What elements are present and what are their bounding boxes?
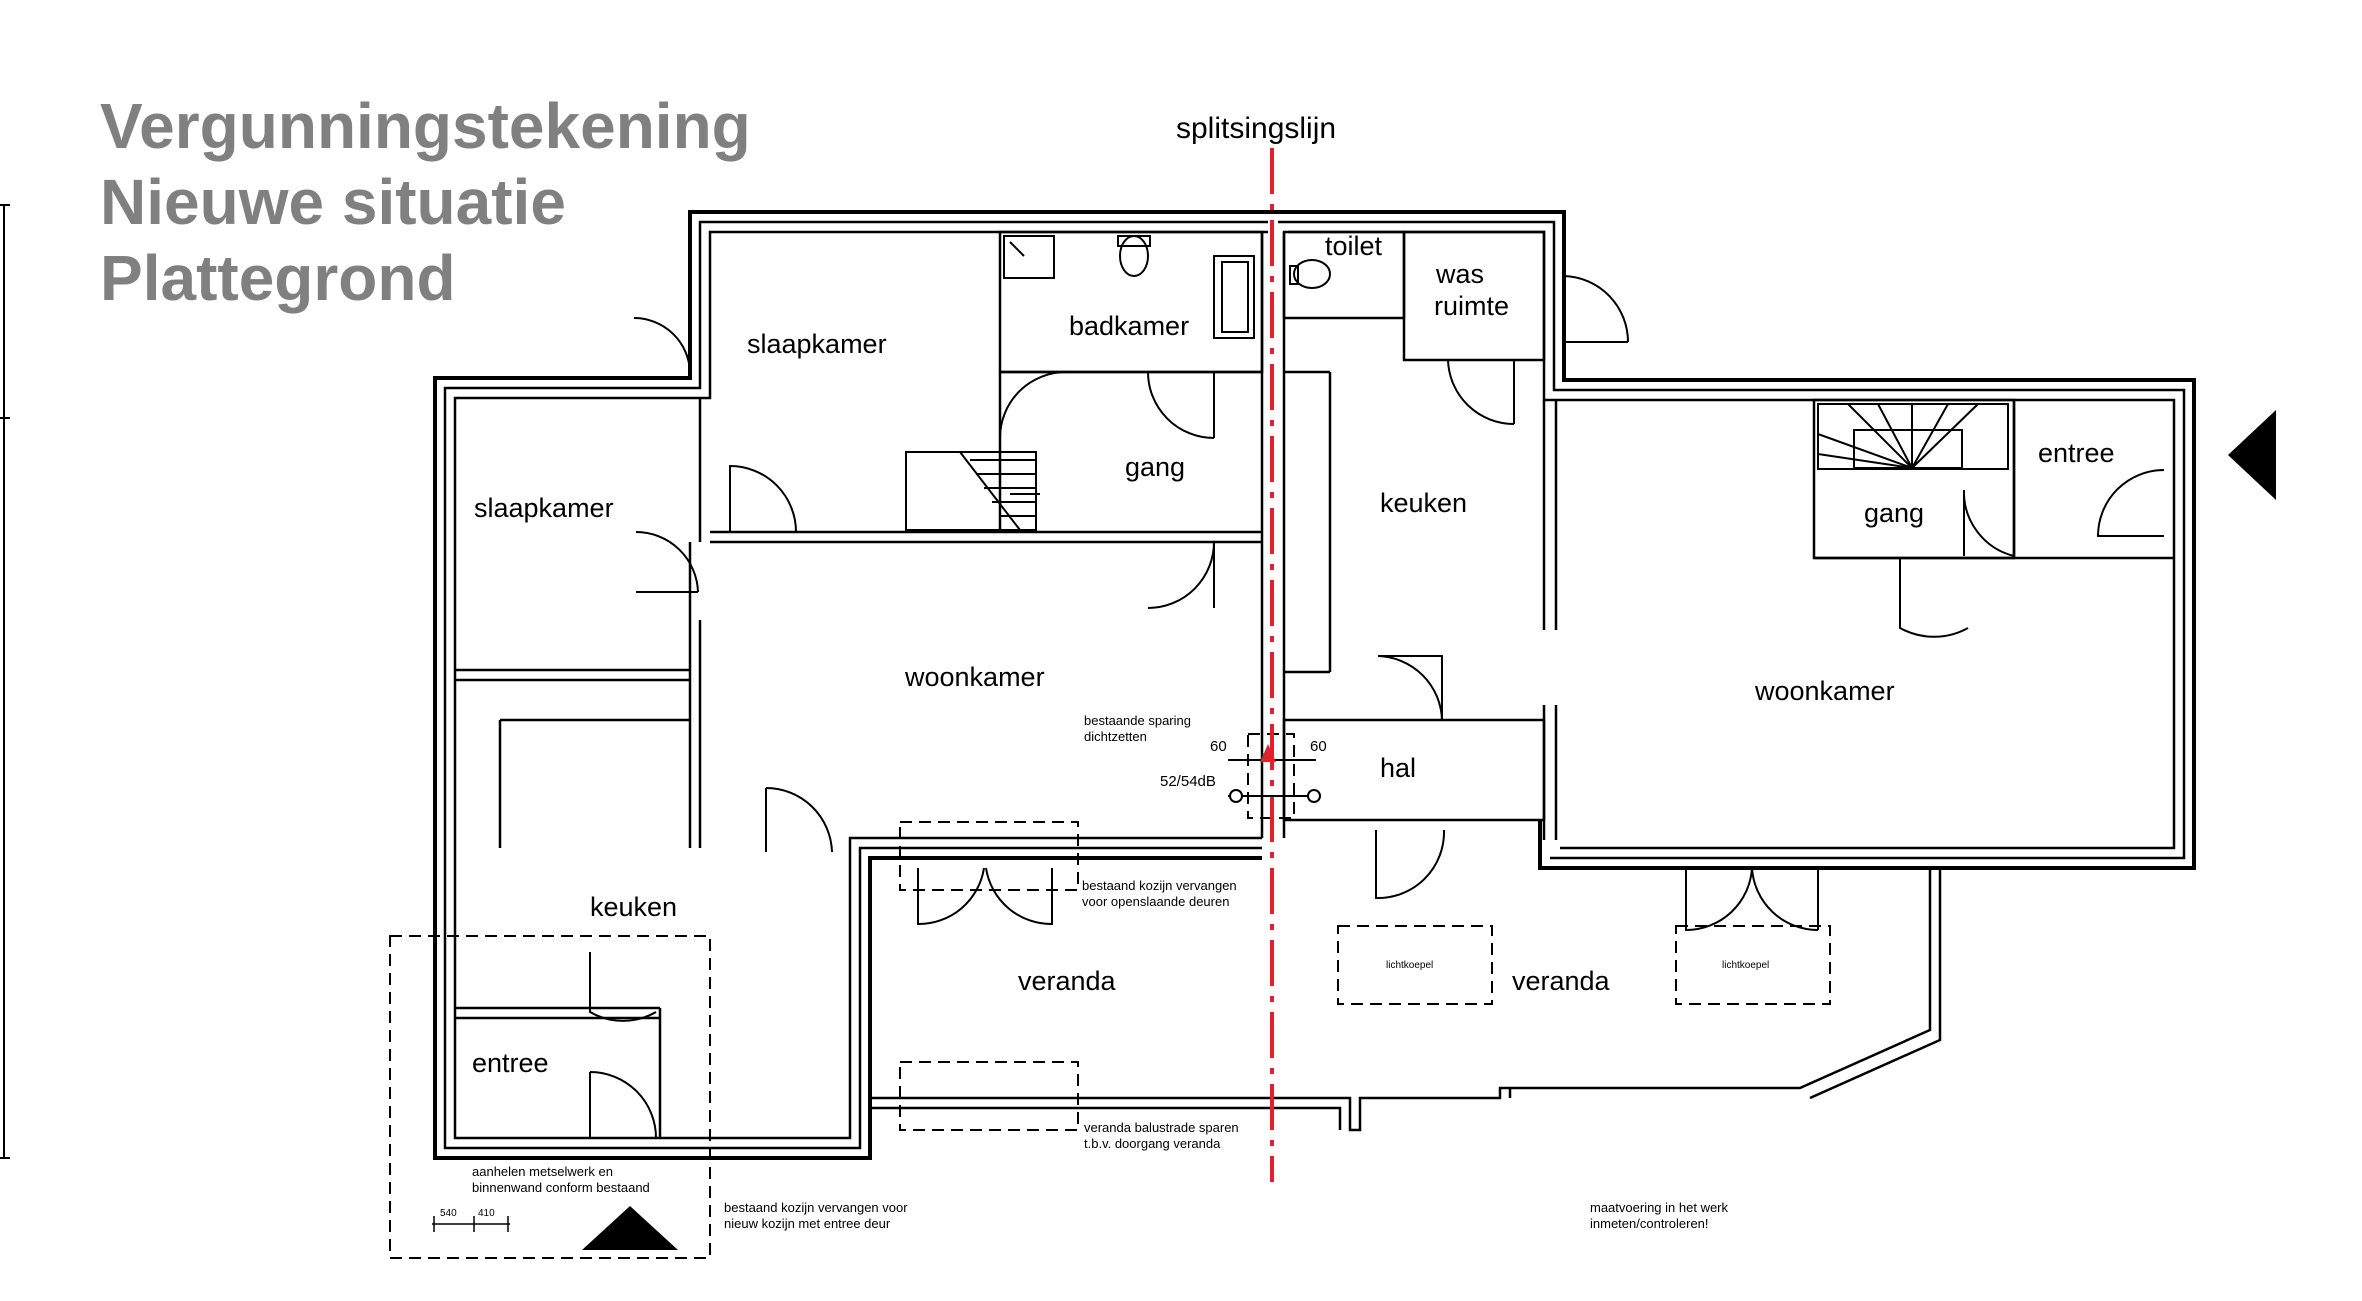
dim-db: 52/54dB	[1160, 773, 1216, 790]
room-woonkamer-left: woonkamer	[904, 662, 1045, 692]
small-dimension-line	[432, 1216, 510, 1232]
room-toilet: toilet	[1325, 231, 1383, 261]
note-kozijn-deuren-2: voor openslaande deuren	[1082, 894, 1229, 909]
dim-410: 410	[478, 1208, 495, 1219]
title-line-2: Nieuwe situatie	[100, 166, 566, 238]
room-entree-right: entree	[2038, 438, 2115, 468]
title-line-1: Vergunningstekening	[100, 90, 751, 162]
room-slaapkamer-top: slaapkamer	[747, 329, 887, 359]
entrance-arrow-left-icon	[582, 1206, 678, 1250]
stairs	[905, 403, 2009, 531]
note-metselwerk-2: binnenwand conform bestaand	[472, 1180, 650, 1195]
split-line	[1260, 148, 1286, 1182]
room-woonkamer-right: woonkamer	[1754, 676, 1895, 706]
dashed-zones	[389, 733, 1831, 1259]
note-maatvoering-2: inmeten/controleren!	[1590, 1216, 1709, 1231]
note-lichtkoepel-2: lichtkoepel	[1722, 960, 1769, 971]
room-slaapkamer-left: slaapkamer	[474, 493, 614, 523]
room-veranda-left: veranda	[1018, 966, 1117, 996]
note-maatvoering-1: maatvoering in het werk	[1590, 1200, 1729, 1215]
note-balustrade-2: t.b.v. doorgang veranda	[1084, 1136, 1221, 1151]
sparing-marker	[1228, 744, 1321, 803]
title-block: Vergunningstekening Nieuwe situatie Plat…	[100, 88, 751, 316]
entrance-arrow-right-icon	[2228, 410, 2276, 500]
room-gang-right: gang	[1864, 498, 1924, 528]
room-hal: hal	[1380, 753, 1416, 783]
room-keuken-left: keuken	[590, 892, 677, 922]
dim-540: 540	[440, 1208, 457, 1219]
room-was-line2: ruimte	[1434, 291, 1509, 321]
left-dimension-rail	[0, 204, 10, 1159]
title-line-3: Plattegrond	[100, 242, 456, 314]
note-sparing-2: dichtzetten	[1084, 729, 1147, 744]
room-keuken-right: keuken	[1380, 488, 1467, 518]
note-metselwerk-1: aanhelen metselwerk en	[472, 1164, 613, 1179]
dim-right-60: 60	[1310, 738, 1327, 755]
interior-walls	[455, 230, 2174, 1138]
bathroom-fixtures	[1003, 235, 1331, 339]
dim-left-60: 60	[1210, 738, 1227, 755]
note-kozijn-entree-2: nieuw kozijn met entree deur	[724, 1216, 891, 1231]
door-swings	[589, 275, 2165, 1139]
room-badkamer: badkamer	[1069, 311, 1189, 341]
room-entree-left: entree	[472, 1048, 549, 1078]
room-was-line1: was	[1435, 259, 1484, 289]
split-line-label: splitsingslijn	[1176, 112, 1336, 145]
note-lichtkoepel-1: lichtkoepel	[1386, 960, 1433, 971]
room-veranda-right: veranda	[1512, 966, 1611, 996]
note-kozijn-entree-1: bestaand kozijn vervangen voor	[724, 1200, 908, 1215]
room-gang-left: gang	[1125, 452, 1185, 482]
note-balustrade-1: veranda balustrade sparen	[1084, 1120, 1239, 1135]
note-sparing-1: bestaande sparing	[1084, 713, 1191, 728]
note-kozijn-deuren-1: bestaand kozijn vervangen	[1082, 878, 1237, 893]
